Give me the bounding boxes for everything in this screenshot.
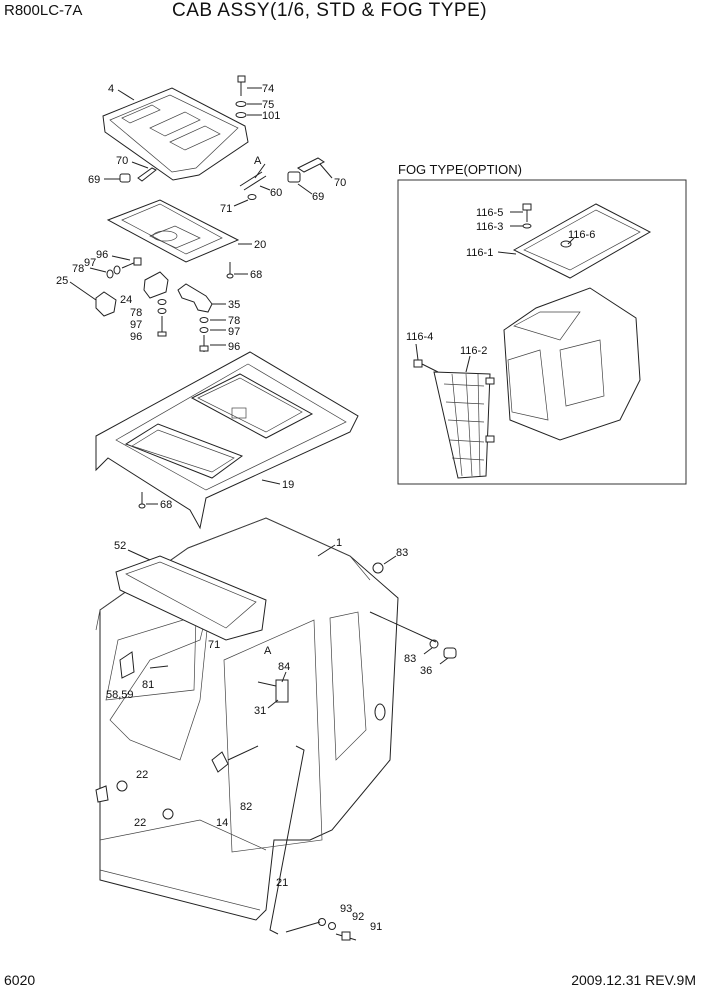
callout-91: 91: [370, 921, 382, 933]
callout-22a: 22: [136, 769, 148, 781]
callout-74: 74: [262, 83, 274, 95]
callout-84: 84: [278, 661, 290, 673]
shaft-60: [239, 157, 325, 200]
callout-116-6: 116-6: [568, 229, 595, 241]
roof-cover-part: [102, 87, 249, 181]
callout-70b: 70: [334, 177, 346, 189]
callout-71a: 71: [220, 203, 232, 215]
callout-4: 4: [108, 83, 114, 95]
callout-68b: 68: [160, 499, 172, 511]
callout-1: 1: [336, 537, 342, 549]
callout-92: 92: [352, 911, 364, 923]
callout-69a: 69: [88, 174, 100, 186]
callout-81: 81: [142, 679, 154, 691]
fog-bolt-116-5: [522, 203, 532, 229]
callout-116-3: 116-3: [476, 221, 503, 233]
callout-97a: 97: [84, 257, 96, 269]
callout-101: 101: [262, 110, 280, 122]
date-revision: 2009.12.31 REV.9M: [571, 972, 696, 988]
callout-22b: 22: [134, 817, 146, 829]
bolt-96a: [106, 257, 142, 279]
callout-14: 14: [216, 817, 228, 829]
callout-96c: 96: [228, 341, 240, 353]
callout-24: 24: [120, 294, 132, 306]
callout-82: 82: [240, 801, 252, 813]
callout-97b: 97: [130, 319, 142, 331]
callout-20: 20: [254, 239, 266, 251]
frame-part-20: [106, 199, 240, 263]
callout-116-2: 116-2: [460, 345, 487, 357]
handle-35: [177, 283, 213, 313]
callout-68a: 68: [250, 269, 262, 281]
callout-83b: 83: [404, 653, 416, 665]
callout-25: 25: [56, 275, 68, 287]
callout-A1: A: [254, 155, 262, 167]
plate-25: [95, 291, 117, 317]
callout-93: 93: [340, 903, 352, 915]
callout-71b: 71: [208, 639, 220, 651]
callout-97c: 97: [228, 326, 240, 338]
callout-96b: 96: [130, 331, 142, 343]
callout-21: 21: [276, 877, 288, 889]
callout-75: 75: [262, 99, 274, 111]
model-code: R800LC-7A: [4, 2, 83, 19]
callout-116-4: 116-4: [406, 331, 433, 343]
page-title: CAB ASSY(1/6, STD & FOG TYPE): [172, 0, 488, 21]
bolt-68a: [226, 262, 234, 279]
latch-31: [257, 679, 289, 703]
fog-guard-116-2: [433, 371, 495, 479]
option-box-title: FOG TYPE(OPTION): [398, 162, 522, 177]
callout-96a: 96: [96, 249, 108, 261]
fog-bolt-116-4: [413, 359, 439, 373]
pin-69-left: [119, 167, 157, 183]
callout-70a: 70: [116, 155, 128, 167]
callout-19: 19: [282, 479, 294, 491]
callout-83a: 83: [396, 547, 408, 559]
bracket-24: [143, 271, 169, 299]
callout-60: 60: [270, 187, 282, 199]
callout-78a: 78: [72, 263, 84, 275]
callout-69b: 69: [312, 191, 324, 203]
callout-116-1: 116-1: [466, 247, 493, 259]
callout-A2: A: [264, 645, 272, 657]
roof-panel-19: [95, 351, 359, 530]
fog-cab-illustration: [503, 287, 641, 441]
frame-part-52: [115, 555, 267, 641]
callout-116-5: 116-5: [476, 207, 503, 219]
fog-cover-116-1: [512, 203, 652, 279]
callout-78c: 78: [228, 315, 240, 327]
callout-52: 52: [114, 540, 126, 552]
callout-36: 36: [420, 665, 432, 677]
callout-78b: 78: [130, 307, 142, 319]
callout-58-59: 58,59: [106, 689, 134, 701]
callout-31: 31: [254, 705, 266, 717]
cab-body-1: [95, 517, 399, 921]
callout-35: 35: [228, 299, 240, 311]
page-number: 6020: [4, 972, 36, 988]
bolt-68b: [138, 492, 146, 509]
bolt-74: [235, 75, 247, 118]
option-box-frame: [397, 179, 687, 485]
